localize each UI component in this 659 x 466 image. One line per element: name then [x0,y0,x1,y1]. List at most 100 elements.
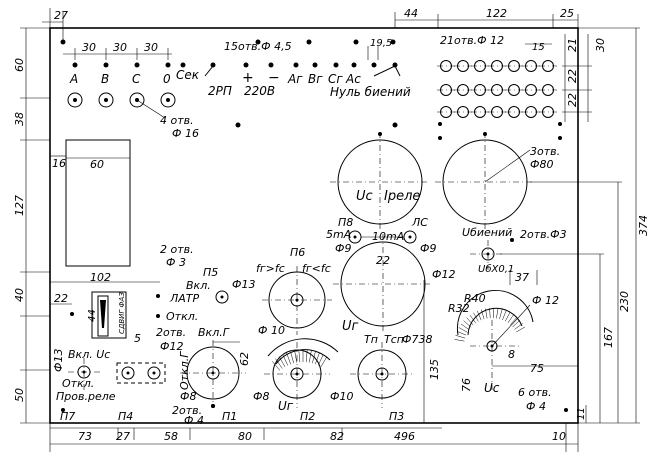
dim-bot-496: 496 [394,430,415,443]
fg-lt-fc: fг<fc [302,262,331,275]
dim-bot-58: 58 [164,430,178,443]
dim-right-22b: 22 [566,93,579,107]
otkl-g-label: Откл.Г [178,351,191,390]
dim-bot-10: 10 [552,430,566,443]
dim-60-block: 60 [90,158,104,171]
dim-right-167: 167 [602,327,615,348]
dim-right-22a: 22 [566,69,579,83]
holes-15x4-5-label: 15отв.Ф 4,5 [224,40,292,53]
dim-135: 135 [428,359,441,380]
u-beat-x-label: UбХ0,1 [478,263,514,275]
terminal-cg: Cг [328,72,343,86]
dim-bot-73: 73 [78,430,92,443]
dim-22-center: 22 [376,254,390,267]
freq-switch: П6 fг>fc fг<fc Ф 10 [256,246,332,337]
p4-label: П4 [118,410,133,423]
dim-62: 62 [238,352,251,366]
vkl-g-label: Вкл.Г [198,326,230,339]
dim-22: 22 [54,292,68,305]
holes-3x80-b: Ф80 [530,158,553,171]
terminal-0: 0 [163,72,171,86]
dim-37: 37 [515,271,529,284]
right-dimensions: 374 230 167 11 [500,27,650,424]
dim-30-c: 30 [144,41,158,54]
dim-left-60: 60 [13,58,26,72]
p2-label: П2 [300,410,315,423]
terminal-B: B [101,72,109,86]
holes-2x4-b: Ф 4 [184,414,204,427]
holes-2x3-label: 2отв.Ф3 [520,228,567,241]
dim-bot-80: 80 [238,430,252,443]
meter-irele-label: Iреле [384,189,420,204]
left-block: 16 60 102 [50,139,160,284]
terminal-sek: Сек [176,68,200,82]
dim-16: 16 [52,157,66,170]
dim-right-30: 30 [594,38,607,52]
p1-label: П1 [222,410,237,423]
dial-uc-label: Uc [484,381,500,395]
holes-2x3l-b: Ф 3 [166,256,186,269]
dim-left-40: 40 [13,288,26,302]
zero-beat-label: Нуль биений [330,85,411,99]
holes-6x4-a: 6 отв. [518,386,552,399]
p3-label: П3 [389,410,404,423]
latr-off-label: Откл. [166,310,198,323]
terminal-ag: Aг [287,72,303,86]
holes-2x4-a: 2отв. [172,404,202,417]
holes-21x12-label: 21отв.Ф 12 [440,34,504,47]
dim-44-block: 44 [87,309,98,322]
p1-switch: Откл.Г Ф8 62 2отв. Ф 4 [172,340,251,427]
dim-right-230: 230 [618,291,631,312]
phi8-b: Ф8 [253,390,269,403]
dim-bot-82: 82 [330,430,344,443]
dim-top-25: 25 [560,7,574,20]
latr-label: ЛАТР [169,292,200,305]
dim-left-50: 50 [13,388,26,402]
latr-on-label: Вкл. [186,279,211,292]
holes-6x4-b: Ф 4 [526,400,546,413]
terminal-A: A [69,72,78,86]
phi738-label: Ф738 [402,333,432,346]
dim-30-b: 30 [113,41,127,54]
terminal-ac: Ac [345,72,361,86]
phase-dial: R40 R32 Ф 12 8 75 76 Uc [448,289,578,395]
dim-left-38: 38 [13,112,26,126]
p7-label: П7 [60,410,75,423]
left-dimensions: 60 38 127 40 50 [13,27,50,424]
dim-left-127: 127 [13,195,26,216]
uc-on-switch: Ф13 Вкл. Uc Откл. Пров.реле [52,348,116,403]
dim-right-11: 11 [576,407,587,420]
top-dimensions: 27 44 122 25 30 30 30 [42,7,579,60]
ma5-label: 5mA [326,228,351,241]
p4-switch: 2отв. Ф12 Вкл.Г [116,326,230,384]
holes-3x80-a: 3отв. [530,145,560,158]
otkl-label: Откл. [62,377,94,390]
p-labels: П7 П4 П1 П2 П3 [60,410,404,423]
vkl-uc-label: Вкл. Uc [68,348,110,361]
bottom-dimensions: 73 27 58 80 82 496 10 [49,423,579,452]
phi13-bottom: Ф13 [52,349,65,372]
terminal-bg: Bг [308,72,323,86]
phase-shift-label: СДВИГ ФАЗ [118,292,126,334]
dim-8: 8 [508,348,515,361]
p5-label: П5 [203,266,218,279]
phi10-bottom: Ф10 [330,390,353,403]
dim-76: 76 [460,378,473,392]
phase-shift-block: 22 44 СДВИГ ФАЗ 5 [50,291,141,345]
phi9-a: Ф9 [335,242,351,255]
terminal-2rp: 2РП [208,84,232,98]
p2-switch: Ф8 Uг [253,338,339,413]
hole-grid-21: 21отв.Ф 12 15 21 30 22 22 [437,34,607,140]
meter-uc-irele: Uc Iреле [330,132,430,232]
u-beat-label: Uбиений [462,226,512,239]
tsp-label: Tсп [384,333,404,346]
holes-2x3l-a: 2 отв. [160,243,194,256]
panel-outline [49,27,579,424]
meter-ug: Uг [333,234,433,334]
ma-switches: П8 ЛС 5mA 10mA Ф9 Ф9 22 [326,216,436,267]
fg-gt-fc: fг>fc [256,262,285,275]
ug-bottom-label: Uг [278,399,294,413]
holes-2x12-b: Ф12 [160,340,183,353]
corner-holes: 6 отв. Ф 4 [61,386,568,413]
